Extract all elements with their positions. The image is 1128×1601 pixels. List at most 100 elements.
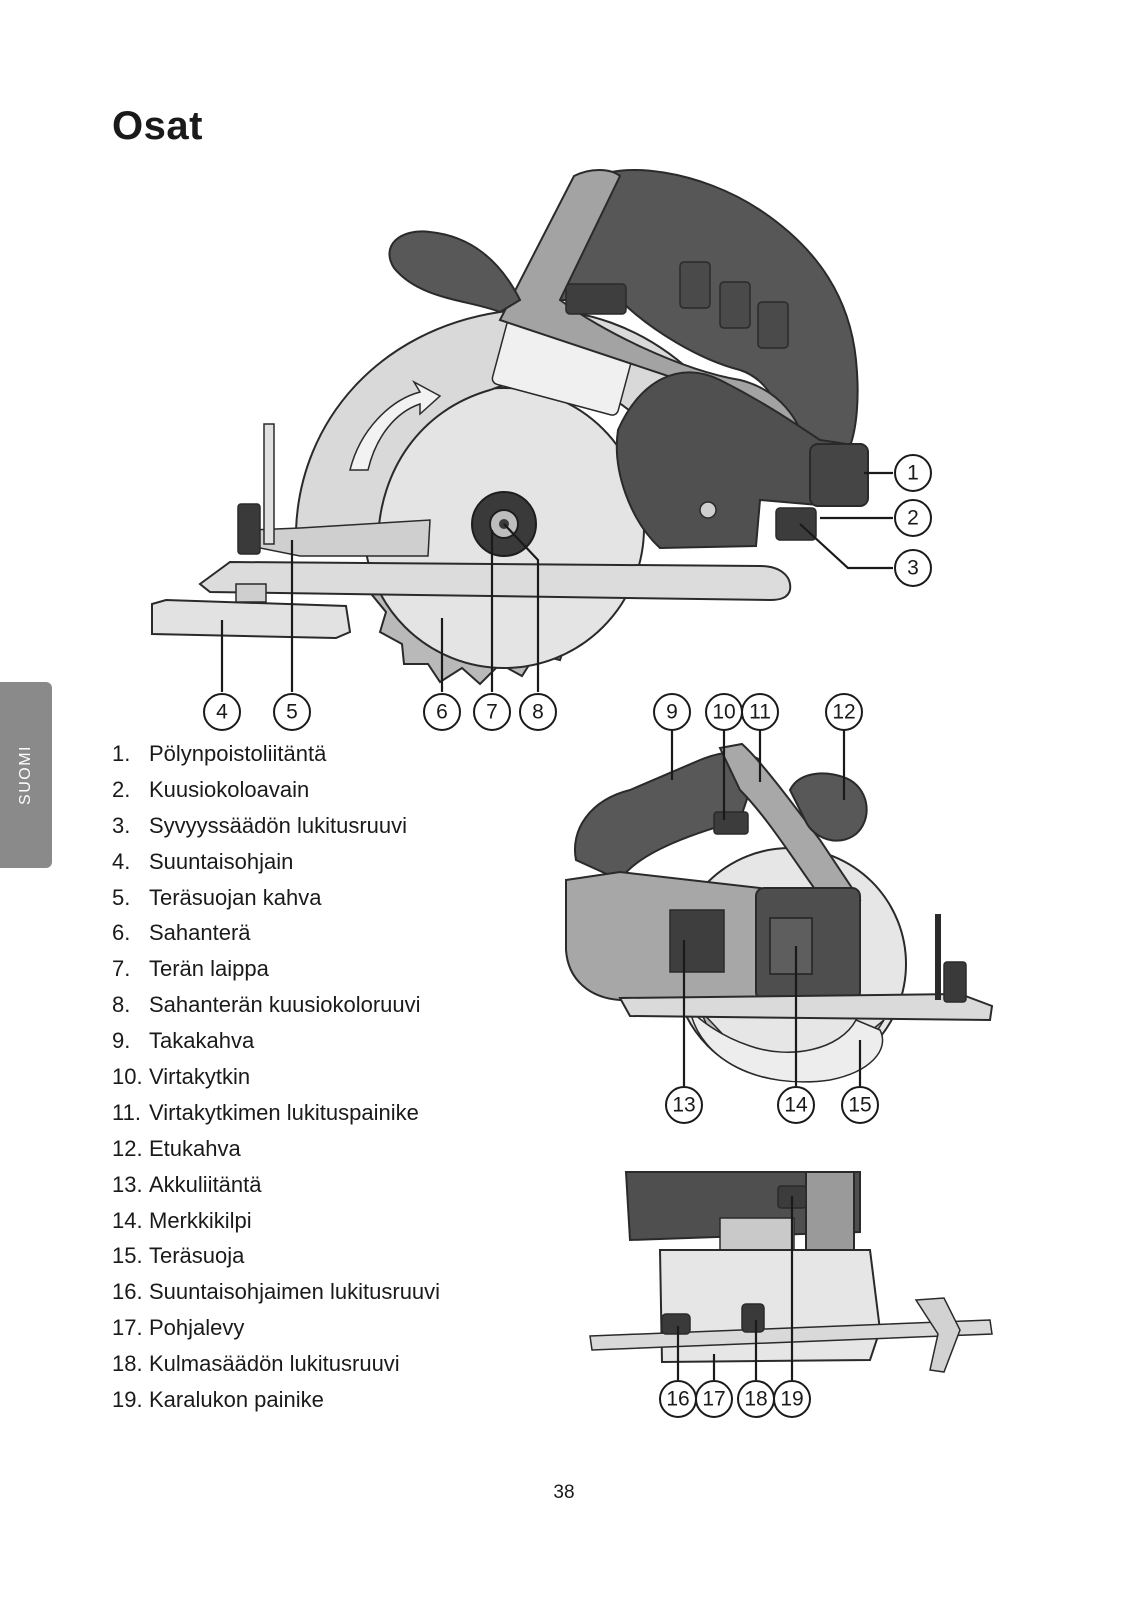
list-item: 9.Takakahva [112,1023,440,1059]
part-number: 6. [112,920,131,946]
front-knob-left [788,772,868,842]
list-item: 15.Teräsuoja [112,1238,440,1274]
svg-text:10: 10 [712,701,735,724]
callout-12: 12 [825,693,863,731]
part-label: Sahanterä [149,920,251,946]
saw-left-view-illustration [565,742,994,1083]
callout-5: 5 [273,693,311,731]
list-item: 5.Teräsuojan kahva [112,880,440,916]
callout-2: 2 [894,499,932,537]
callout-11: 11 [741,693,779,731]
part-number: 10. [112,1064,143,1090]
base-plate-left [618,992,994,1022]
part-label: Syvyyssäädön lukitusruuvi [149,812,408,838]
depth-lever-left [943,961,967,1003]
callout-7: 7 [473,693,511,731]
grip-ridge [757,301,789,349]
page-title: Osat [112,104,203,148]
svg-text:16: 16 [666,1388,689,1411]
svg-text:9: 9 [666,701,678,724]
list-item: 1.Pölynpoistoliitäntä [112,736,440,772]
svg-text:4: 4 [216,701,228,724]
part-number: 11. [112,1099,141,1125]
svg-text:8: 8 [532,701,544,724]
part-number: 14. [112,1207,143,1233]
callout-13: 13 [665,1086,703,1124]
svg-text:3: 3 [907,557,919,580]
rear-handle [518,169,859,450]
callout-17: 17 [695,1380,733,1418]
part-number: 17. [112,1315,143,1341]
part-label: Etukahva [149,1135,241,1161]
callout-leaders-figure-2 [670,730,862,1086]
part-number: 4. [112,848,131,874]
part-label: Karalukon painike [149,1387,324,1413]
callout-1: 1 [894,454,932,492]
parallel-guide-tab [235,583,267,603]
language-side-tab: SUOMI [0,682,52,868]
callout-19: 19 [773,1380,811,1418]
list-item: 6. Sahanterä [112,915,440,951]
callout-leaders-figure-1 [220,471,893,692]
page-number: 38 [553,1482,575,1503]
svg-text:18: 18 [744,1388,767,1411]
guide-fence-vertical [263,423,275,545]
lower-blade-guard-left [688,1007,884,1083]
svg-text:11: 11 [749,701,771,724]
part-label: Kuusiokoloavain [149,776,310,802]
list-item: 4.Suuntaisohjain [112,844,440,880]
callout-6: 6 [423,693,461,731]
part-label: Teräsuojan kahva [149,884,322,910]
part-number: 13. [112,1171,143,1197]
list-item: 12.Etukahva [112,1131,440,1167]
list-item: 3. Syvyyssäädön lukitusruuvi [112,808,440,844]
svg-text:14: 14 [784,1094,808,1117]
callout-3: 3 [894,549,932,587]
saw-side-view-illustration [151,169,869,686]
svg-text:1: 1 [907,462,919,485]
list-item: 13.Akkuliitäntä [112,1167,440,1203]
svg-text:15: 15 [848,1094,871,1117]
list-item: 14.Merkkikilpi [112,1203,440,1239]
part-label: Virtakytkimen lukituspainike [149,1099,419,1125]
svg-text:2: 2 [907,507,919,530]
part-number: 19. [112,1387,143,1413]
svg-text:7: 7 [486,701,498,724]
list-item: 16.Suuntaisohjaimen lukitusruuvi [112,1274,440,1310]
part-number: 3. [112,812,131,838]
callout-16: 16 [659,1380,697,1418]
callout-10: 10 [705,693,743,731]
rating-plate [769,917,813,975]
part-number: 16. [112,1279,143,1305]
list-item: 10.Virtakytkin [112,1059,440,1095]
part-number: 18. [112,1351,143,1377]
hex-key-holder [775,507,817,541]
dust-extraction-port [809,443,869,507]
parallel-guide-end [914,1297,961,1373]
part-label: Sahanterän kuusiokoloruuvi [149,992,421,1018]
part-label: Pohjalevy [149,1315,245,1341]
front-knob [388,230,522,314]
svg-text:13: 13 [672,1094,695,1117]
list-item: 18.Kulmasäädön lukitusruuvi [112,1346,440,1382]
grip-ridge [679,261,711,309]
trigger-switch [565,283,627,315]
part-number: 9. [112,1028,131,1054]
part-label: Merkkikilpi [149,1207,252,1233]
parts-list: 1.Pölynpoistoliitäntä 2.Kuusiokoloavain … [112,736,440,1418]
battery-housing [565,870,761,1002]
parallel-guide-clamp [237,503,261,555]
part-number: 15. [112,1243,143,1269]
part-label: Teräsuoja [149,1243,245,1269]
battery-connector [669,909,725,973]
callout-4: 4 [203,693,241,731]
trigger-switch-left [713,811,749,835]
grip-ridge [719,281,751,329]
svg-text:12: 12 [832,701,855,724]
bevel-lock-screw [741,1303,765,1333]
part-label: Terän laippa [149,956,269,982]
callout-18: 18 [737,1380,775,1418]
part-number: 7. [112,956,131,982]
callout-15: 15 [841,1086,879,1124]
callout-leaders-figure-3 [676,1196,794,1380]
